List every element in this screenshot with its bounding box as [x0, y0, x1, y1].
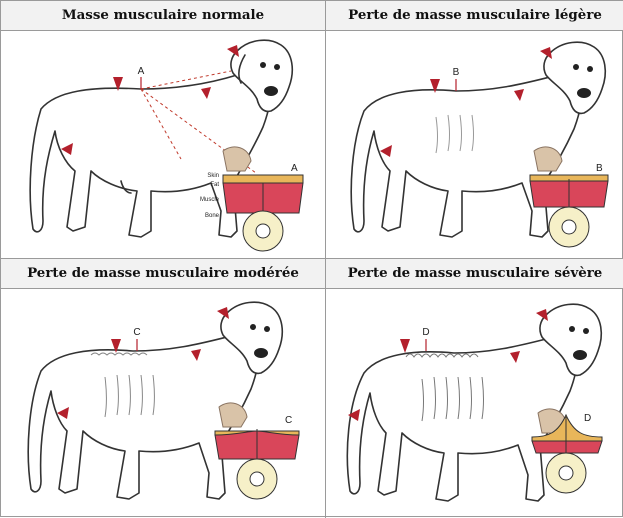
marker-label: C [133, 327, 140, 338]
panel-severe: Perte de masse musculaire sévère [326, 259, 623, 518]
panel-mild: Perte de masse musculaire légère [326, 1, 623, 259]
layer-fat: Fat [210, 182, 219, 188]
panel-title: Masse musculaire normale [1, 1, 325, 31]
panel-normal: Masse musculaire normale [1, 1, 326, 259]
layer-skin: Skin [207, 173, 219, 179]
inset-marker: A [291, 163, 298, 174]
panel-title: Perte de masse musculaire sévère [326, 259, 623, 289]
marker-label: A [138, 66, 145, 77]
dog-figure-severe: D D [326, 289, 623, 518]
layer-muscle: Muscle [200, 197, 220, 203]
inset-marker: D [584, 413, 591, 424]
dog-figure-mild: B B [326, 31, 623, 259]
panel-title: Perte de masse musculaire modérée [1, 259, 325, 289]
layer-bone: Bone [205, 213, 220, 219]
marker-label: D [422, 327, 429, 338]
inset-marker: B [596, 163, 603, 174]
panel-title: Perte de masse musculaire légère [326, 1, 623, 31]
dog-figure-normal: A A Skin Fat Muscle Bone [1, 31, 326, 259]
dog-figure-moderate: C C [1, 289, 326, 518]
marker-label: B [453, 67, 460, 78]
panel-moderate: Perte de masse musculaire modérée [1, 259, 326, 518]
inset-marker: C [285, 415, 292, 426]
